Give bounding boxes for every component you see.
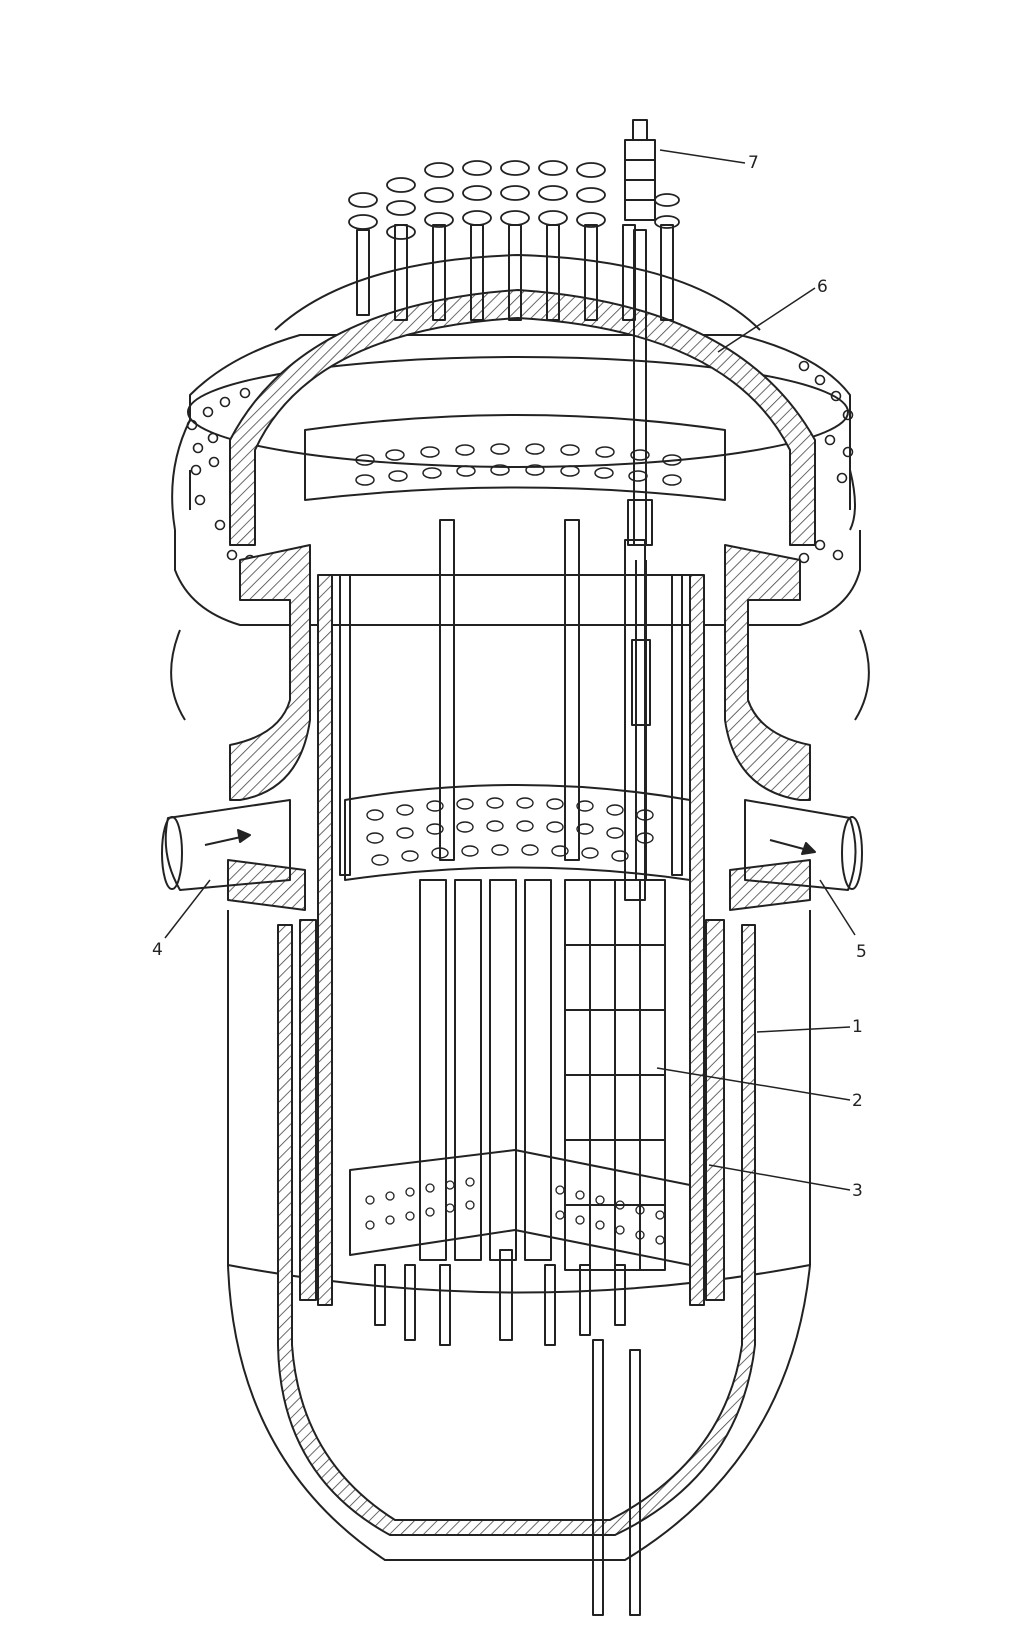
label-2: 2	[852, 1091, 863, 1111]
label-1: 1	[852, 1017, 863, 1037]
control-rod-drive	[624, 119, 656, 880]
crdm-heads	[348, 160, 680, 240]
closure-head	[229, 254, 816, 546]
label-4: 4	[152, 940, 163, 960]
instrument-tubes	[592, 1339, 641, 1616]
thermal-shield	[299, 919, 725, 1301]
fuel-assemblies	[419, 879, 666, 1271]
label-7: 7	[748, 153, 759, 173]
label-5: 5	[856, 942, 867, 962]
label-3: 3	[852, 1181, 863, 1201]
lower-support-columns	[374, 1249, 626, 1346]
upper-core-plate	[344, 784, 691, 881]
guide-tubes	[339, 519, 683, 901]
callout-leaders	[164, 149, 856, 1191]
inlet-nozzle	[161, 799, 291, 891]
callout-labels: 7 6 1 2 3 4 5	[152, 153, 867, 1201]
label-6: 6	[817, 277, 828, 297]
vessel-flange	[171, 334, 861, 626]
outlet-nozzle	[744, 799, 863, 891]
vessel-inner-wall	[277, 924, 756, 1536]
lower-core-plate	[349, 1149, 691, 1266]
upper-support-plate	[304, 414, 726, 501]
nozzle-belt	[170, 544, 870, 911]
core-barrel	[317, 574, 705, 1306]
